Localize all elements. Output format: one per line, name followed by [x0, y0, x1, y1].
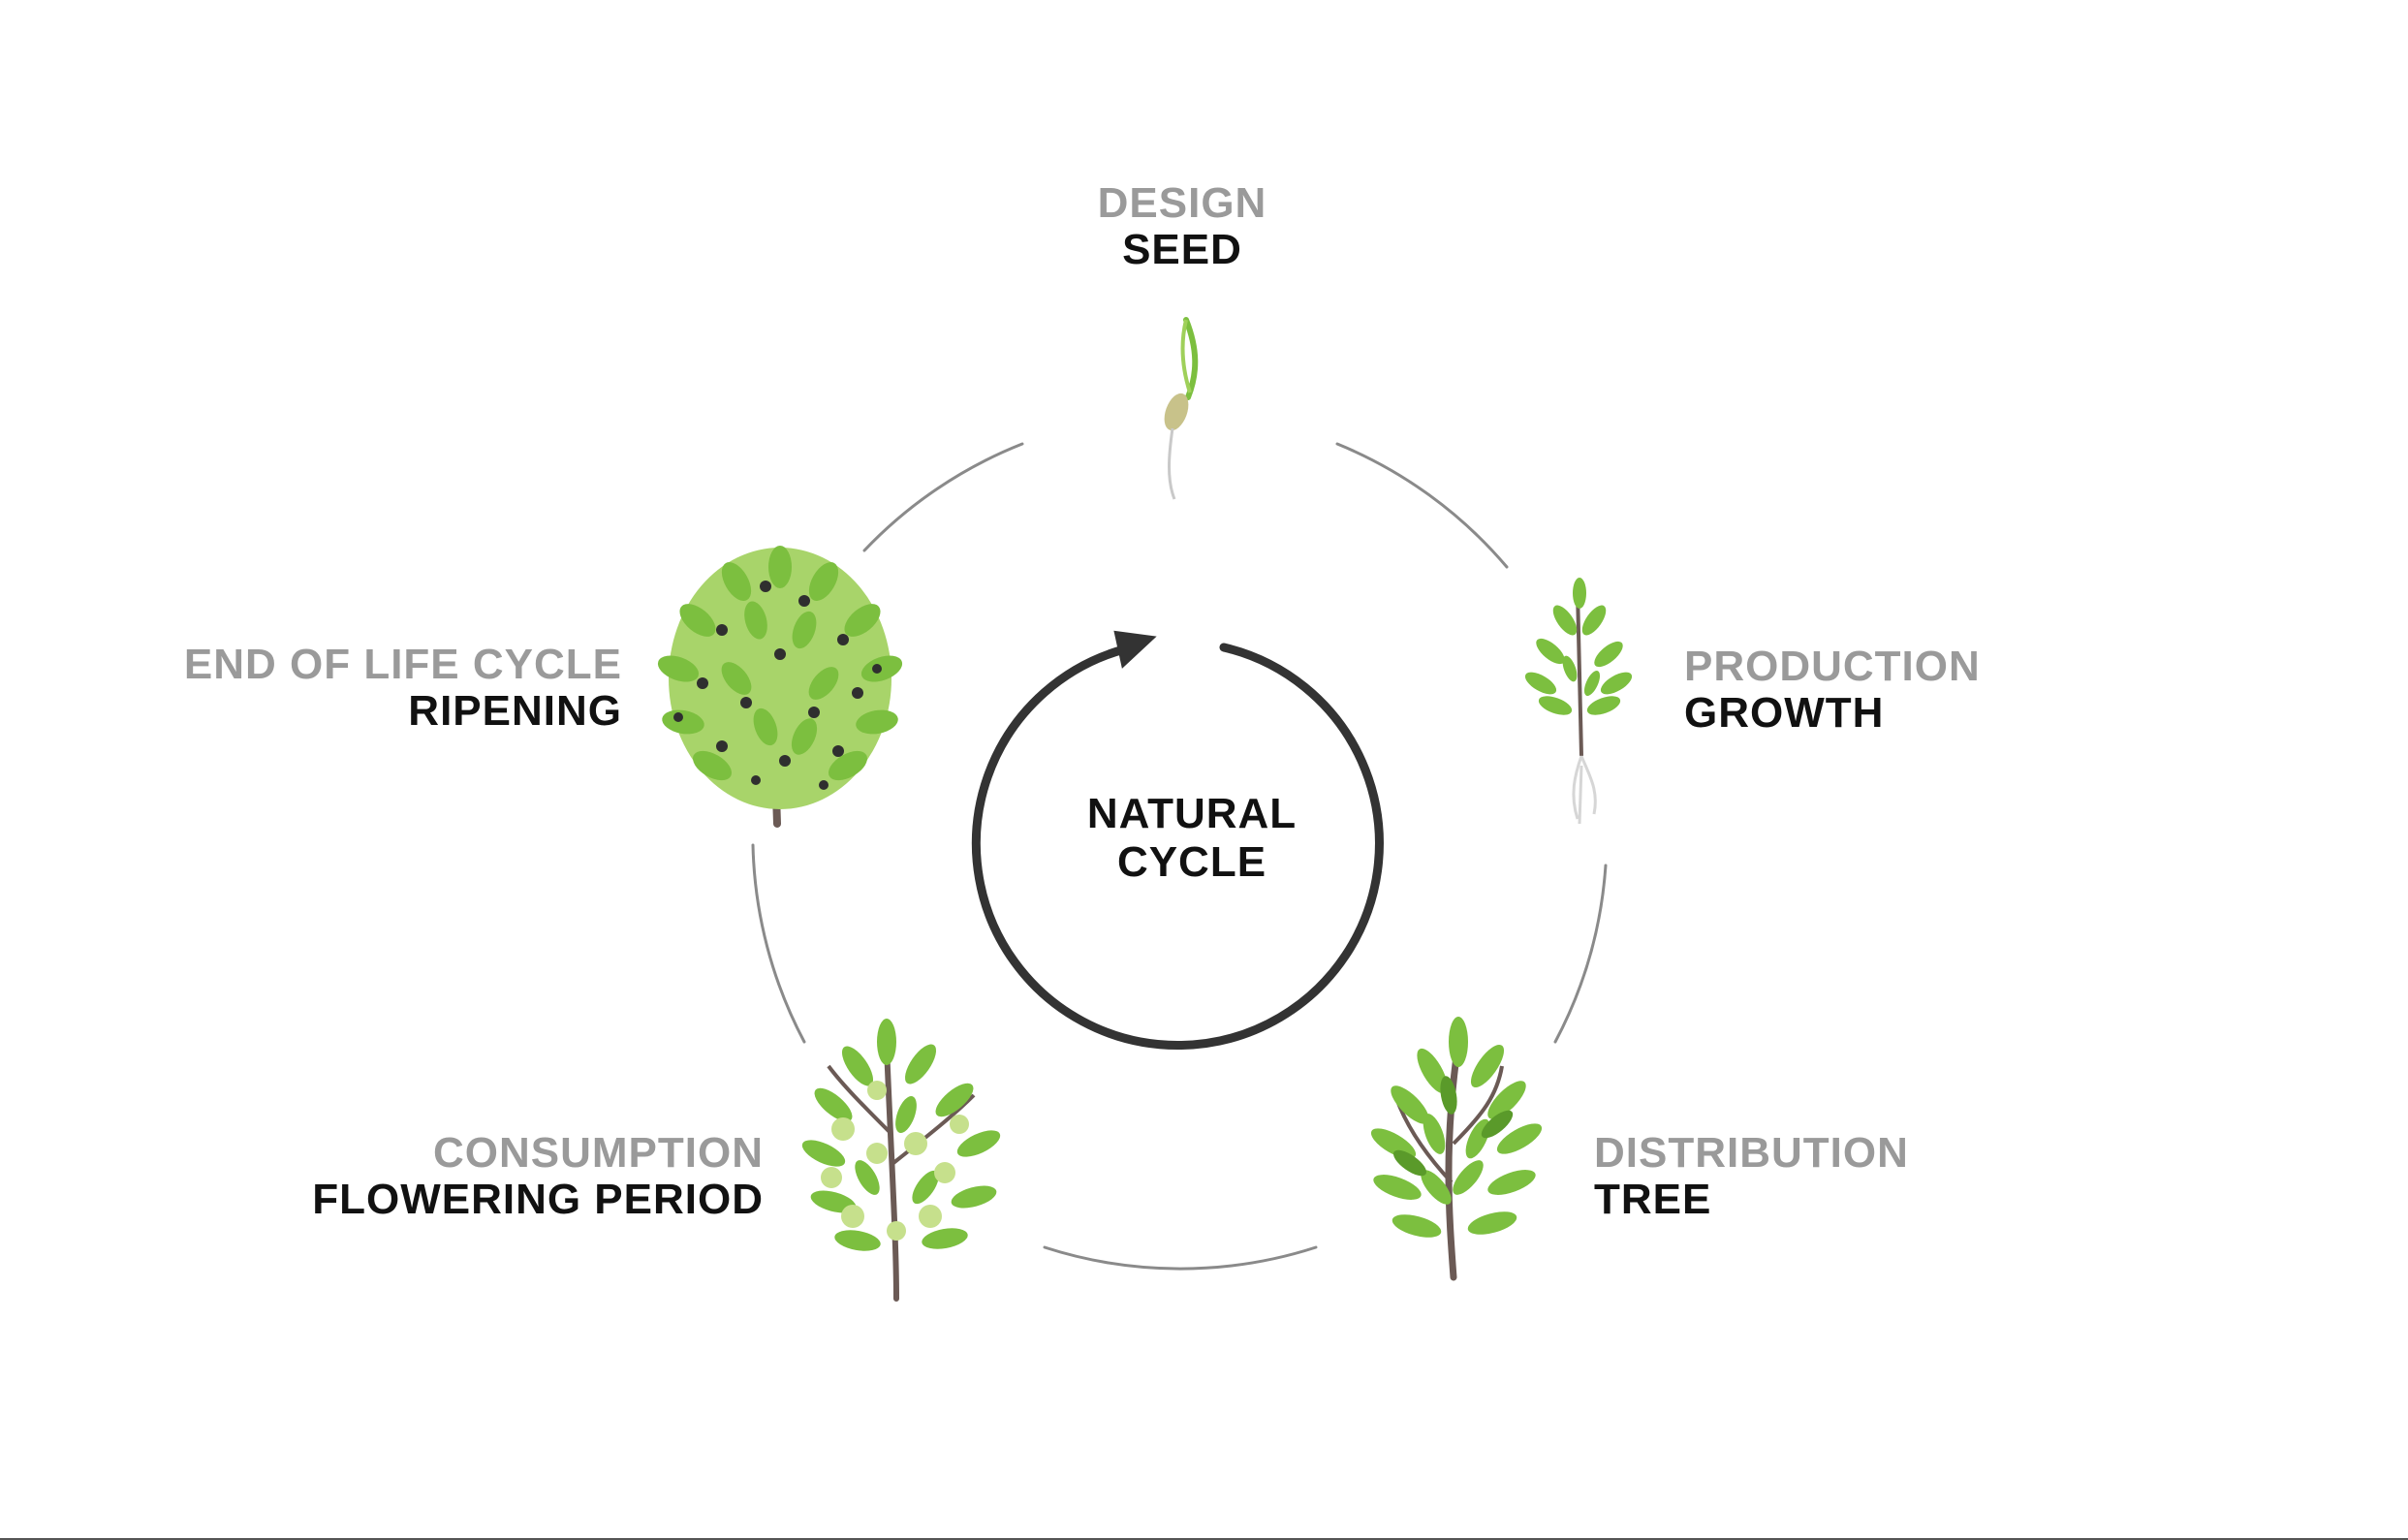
center-title: NATURAL CYCLE	[998, 790, 1386, 887]
stage-consumption-category: CONSUMPTION	[433, 1129, 764, 1177]
ring-segment-top-left	[862, 442, 1024, 552]
stage-distribution-phase: TREE	[1594, 1176, 1712, 1223]
outer-ring	[751, 442, 1608, 1271]
stage-production-category: PRODUCTION	[1684, 643, 1981, 690]
fruiting-tree-icon	[657, 546, 903, 828]
stage-design-category: DESIGN	[1097, 179, 1267, 227]
cycle-arrow-head	[1113, 630, 1157, 669]
stage-design: DESIGN SEED	[1037, 180, 1328, 273]
stage-end-of-life: END OF LIFE CYCLE RIPENING	[184, 642, 622, 735]
stage-distribution-category: DISTRIBUTION	[1594, 1129, 1909, 1177]
center-title-line2: CYCLE	[1116, 838, 1267, 886]
stage-consumption-phase: FLOWERING PERIOD	[312, 1176, 764, 1223]
stage-design-phase: SEED	[1122, 226, 1242, 273]
stage-end-of-life-category: END OF LIFE CYCLE	[183, 641, 622, 688]
young-tree-icon	[1370, 1017, 1543, 1281]
cycle-arrow	[971, 630, 1384, 1050]
ring-segment-right	[1553, 864, 1608, 1044]
bottom-divider	[0, 1538, 2408, 1540]
ring-segment-top-right	[1335, 442, 1509, 569]
cycle-arrow-arc	[971, 643, 1384, 1050]
stage-end-of-life-phase: RIPENING	[408, 687, 622, 735]
stage-distribution: DISTRIBUTION TREE	[1594, 1130, 1909, 1223]
stage-production: PRODUCTION GROWTH	[1684, 644, 1981, 737]
flowering-tree-icon	[801, 1019, 1001, 1302]
sapling-icon	[1524, 578, 1633, 825]
ring-segment-left	[751, 843, 806, 1044]
center-title-line1: NATURAL	[1086, 790, 1298, 837]
ring-segment-bottom	[1043, 1245, 1318, 1271]
seedling-icon	[1164, 317, 1199, 500]
stage-consumption: CONSUMPTION FLOWERING PERIOD	[312, 1130, 764, 1223]
stage-production-phase: GROWTH	[1684, 689, 1885, 737]
